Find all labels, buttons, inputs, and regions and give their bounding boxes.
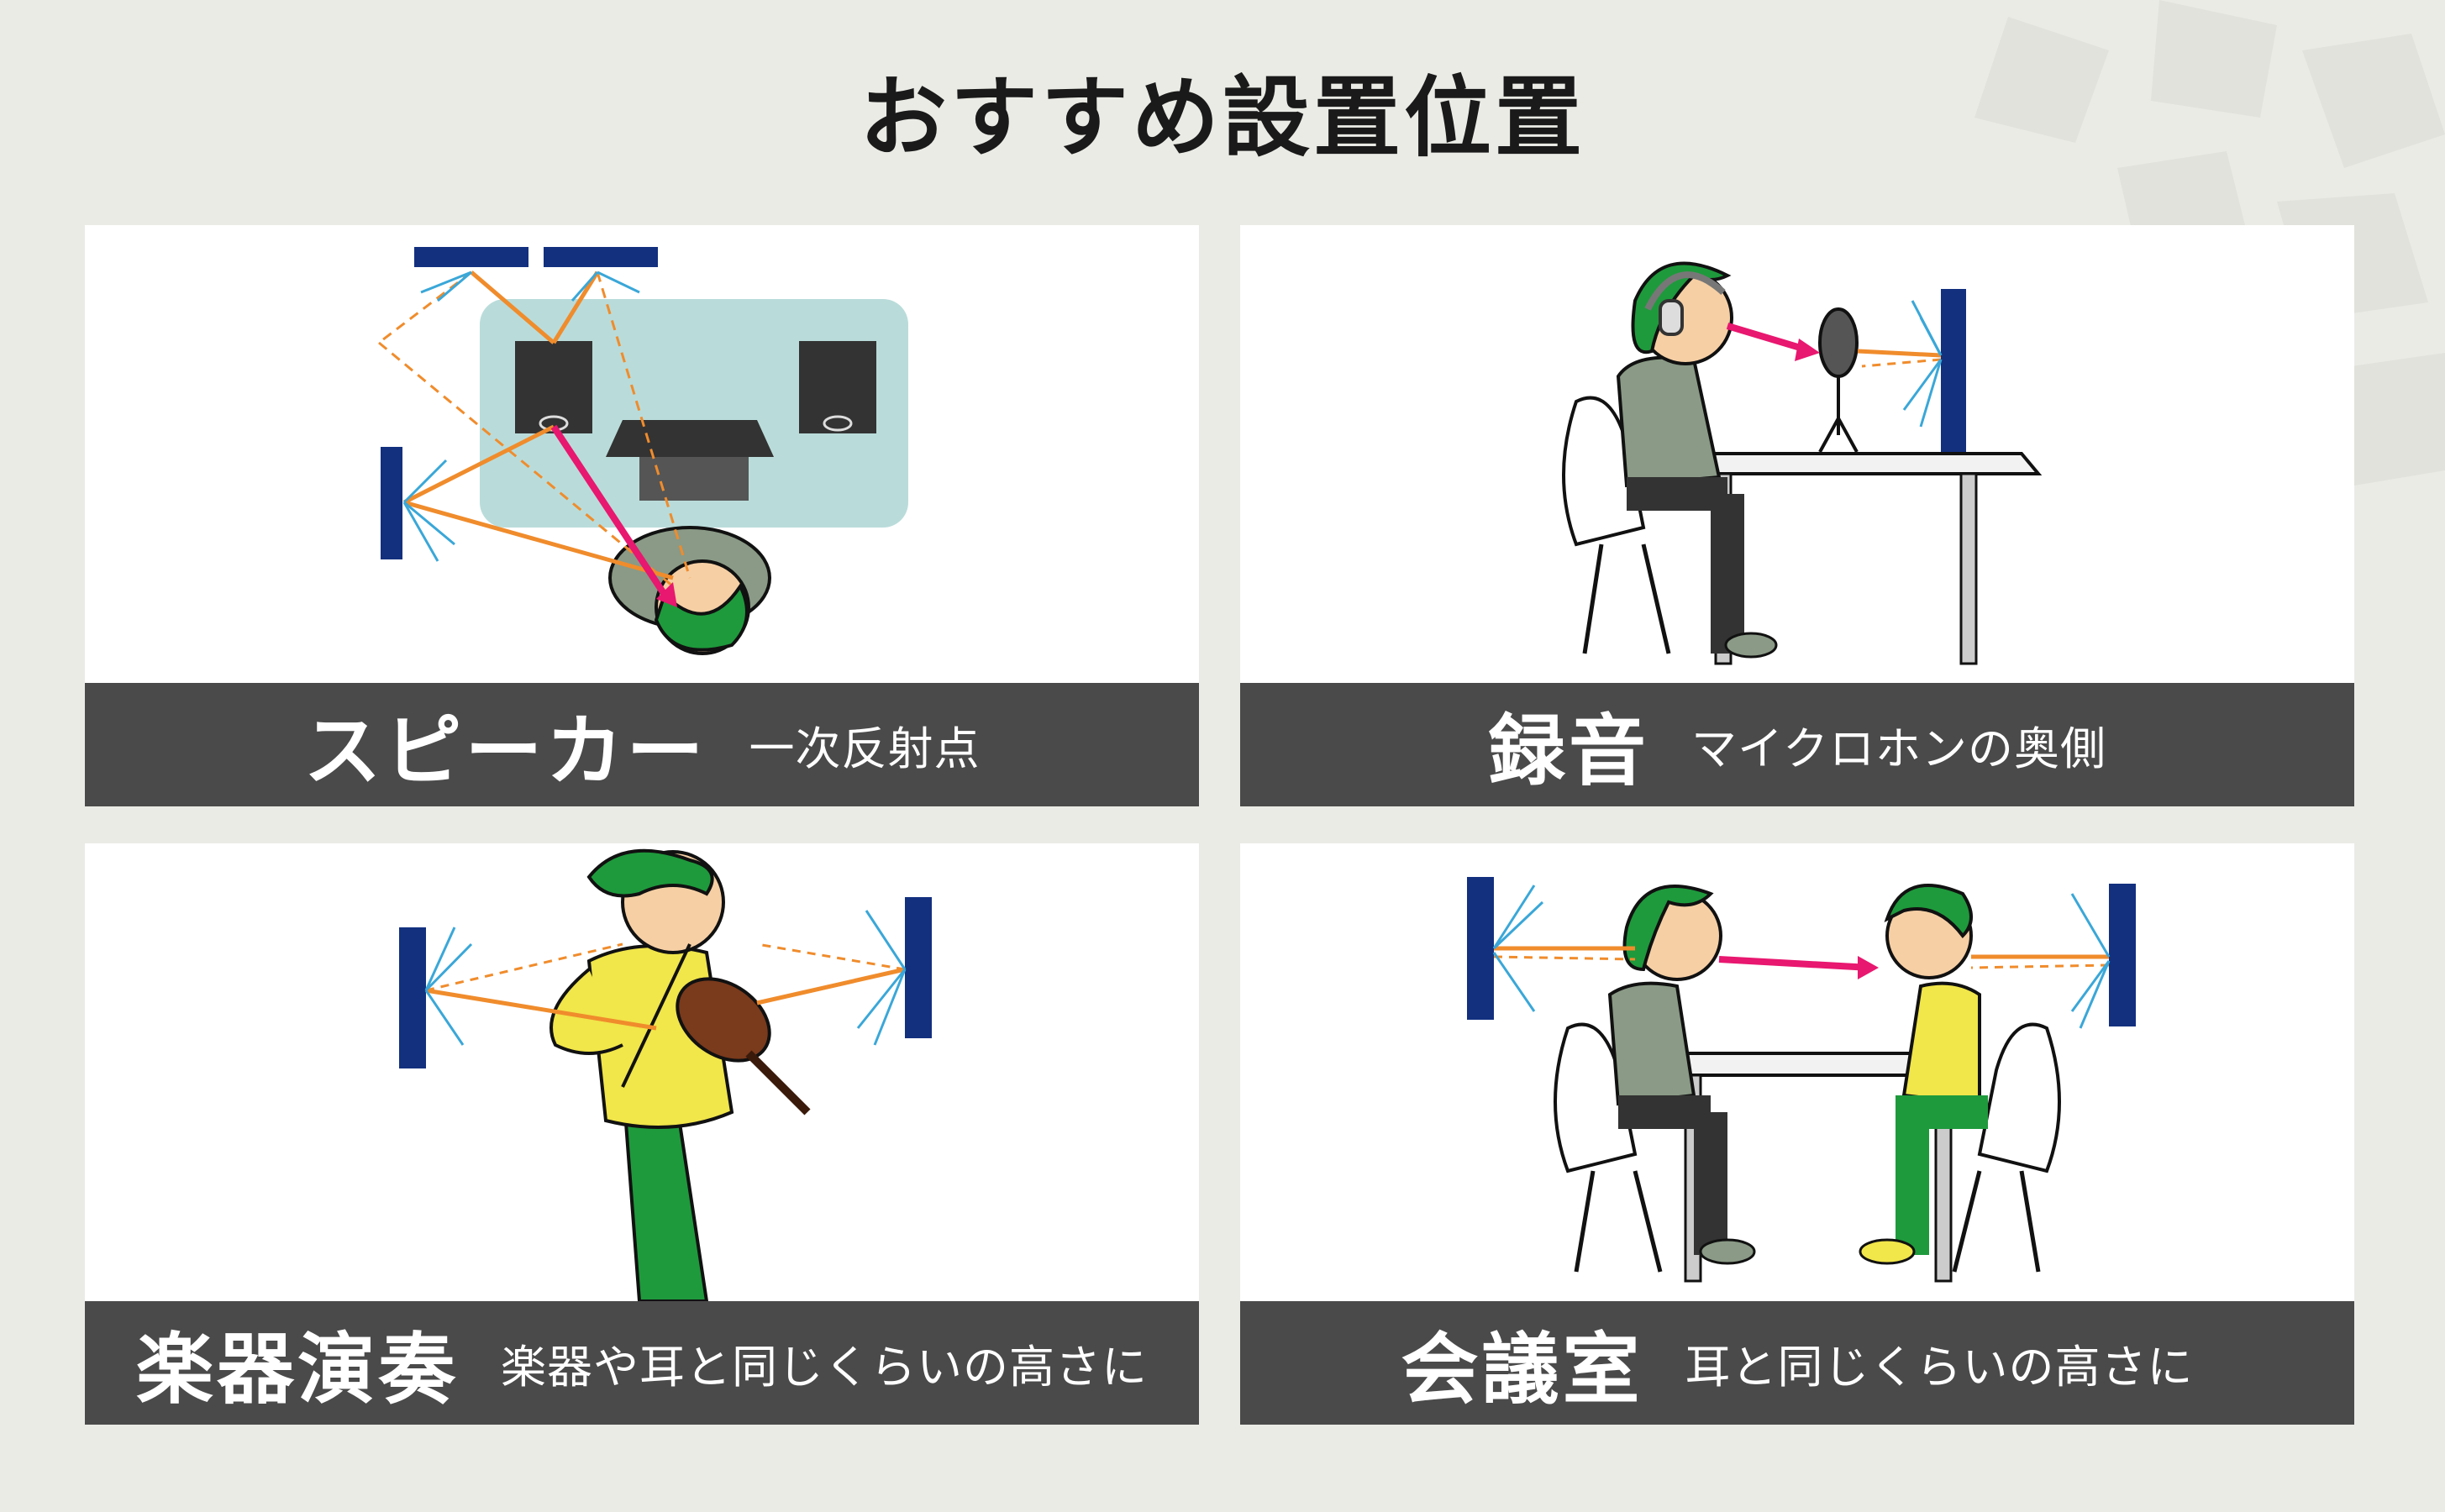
microphone-icon [1818, 307, 1859, 453]
acoustic-panel-icon [399, 927, 426, 1068]
caption-sub: 耳と同じくらいの高さに [1685, 1341, 2194, 1394]
caption-sub: マイクロホンの奥側 [1691, 722, 2106, 775]
recording-person-icon [1616, 261, 1778, 659]
meeting-illustration [1467, 877, 2136, 1283]
acoustic-panel-icon [544, 247, 658, 267]
instrument-illustration [399, 848, 932, 1301]
card-speaker: スピーカー 一次反射点 [85, 225, 1199, 806]
speaker-icon [515, 341, 592, 433]
violin-icon [621, 943, 811, 1116]
caption-sub: 楽器や耳と同じくらいの高さに [501, 1341, 1148, 1394]
caption-main: 楽器演奏 [135, 1324, 459, 1415]
card-meeting-room: 会議室 耳と同じくらいの高さに [1240, 843, 2354, 1425]
acoustic-panel-icon [905, 897, 932, 1038]
caption-main: スピーカー [303, 706, 707, 796]
caption-main: 録音 [1488, 706, 1650, 796]
caption-bar: スピーカー 一次反射点 [85, 683, 1199, 806]
acoustic-panel-icon [381, 447, 402, 559]
acoustic-panel-icon [1467, 877, 1494, 1020]
meeting-person-right-icon [1859, 884, 1988, 1265]
speaker-illustration [378, 247, 908, 655]
chair-icon [1952, 1022, 2061, 1273]
caption-bar: 録音 マイクロホンの奥側 [1240, 683, 2354, 806]
page-title: おすすめ設置位置 [859, 66, 1585, 169]
caption-main: 会議室 [1401, 1324, 1643, 1415]
caption-sub: 一次反射点 [749, 722, 981, 775]
card-recording: 録音 マイクロホンの奥側 [1240, 225, 2354, 806]
recording-illustration [1562, 261, 2043, 665]
caption-bar: 楽器演奏 楽器や耳と同じくらいの高さに [85, 1301, 1199, 1425]
acoustic-panel-icon [2109, 884, 2136, 1026]
meeting-person-left-icon [1607, 885, 1756, 1265]
listener-icon [608, 526, 771, 655]
laptop-icon [606, 420, 774, 501]
speaker-icon [799, 341, 876, 433]
violinist-icon [549, 848, 734, 1301]
acoustic-panel-icon [1941, 289, 1966, 454]
acoustic-panel-icon [414, 247, 528, 267]
caption-bar: 会議室 耳と同じくらいの高さに [1240, 1301, 2354, 1425]
headphones-icon [1644, 271, 1726, 336]
card-instrument: 楽器演奏 楽器や耳と同じくらいの高さに [85, 843, 1199, 1425]
